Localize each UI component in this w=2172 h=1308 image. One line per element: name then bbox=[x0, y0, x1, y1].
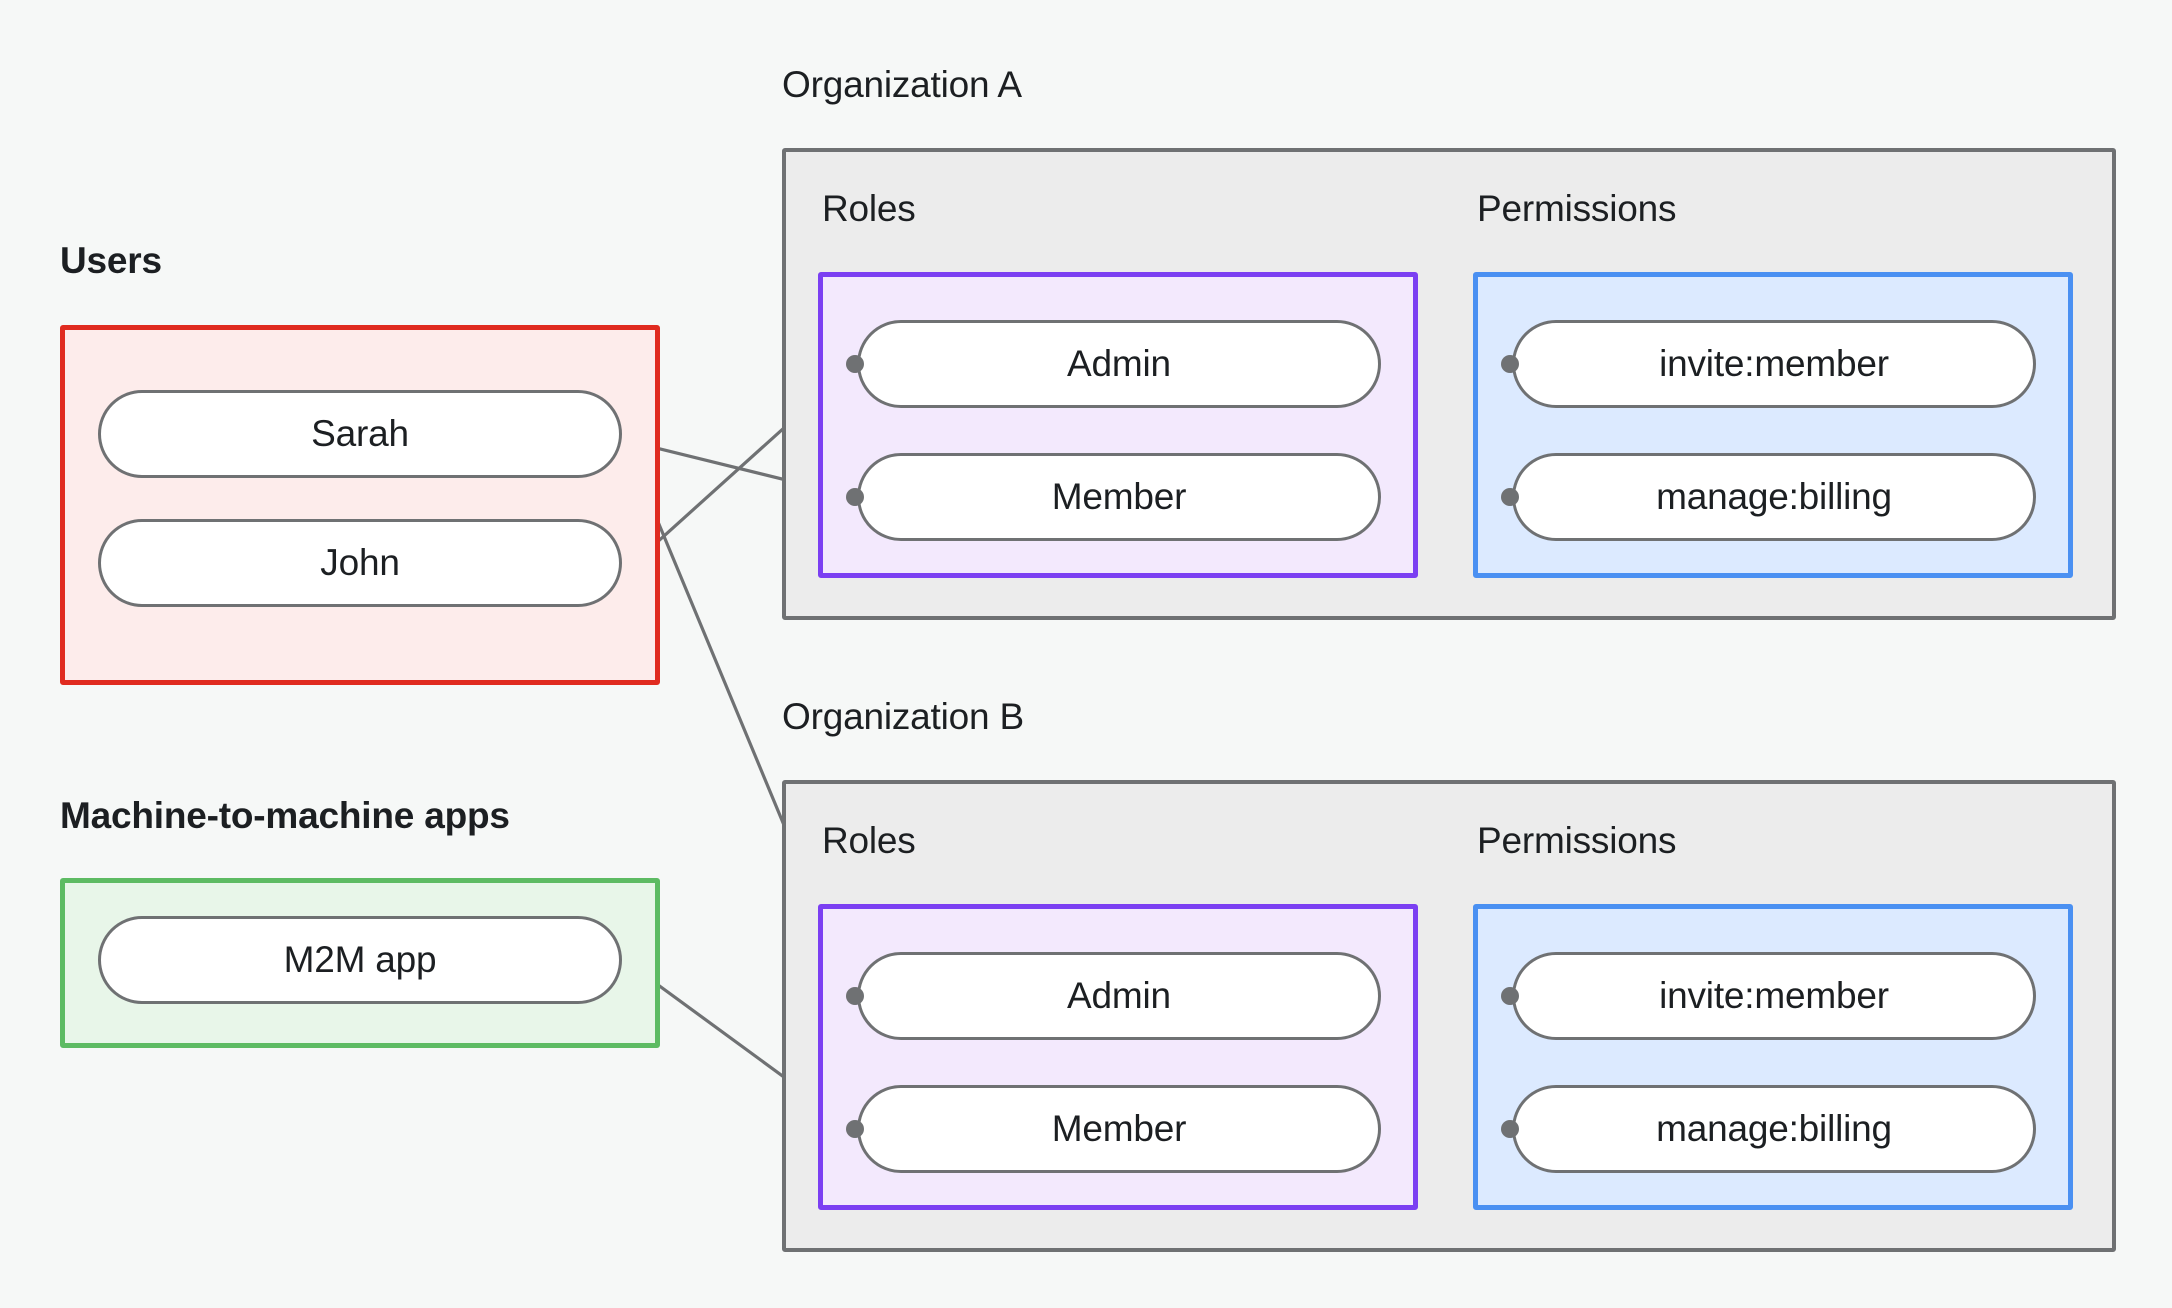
node-org-a-manage-billing[interactable]: manage:billing bbox=[1512, 453, 2036, 541]
port-org-a-admin-in bbox=[846, 355, 864, 373]
node-john[interactable]: John bbox=[98, 519, 622, 607]
port-org-a-member-in bbox=[846, 488, 864, 506]
port-org-b-member-in bbox=[846, 1120, 864, 1138]
users-group-label: Users bbox=[60, 240, 162, 281]
org-a-permissions-label: Permissions bbox=[1477, 188, 1677, 229]
org-b-roles-label: Roles bbox=[822, 820, 916, 861]
org-b-label: Organization B bbox=[782, 696, 1024, 737]
org-a-label: Organization A bbox=[782, 64, 1022, 105]
port-org-a-invite-member-in bbox=[1501, 355, 1519, 373]
users-container bbox=[60, 325, 660, 685]
node-m2m-app[interactable]: M2M app bbox=[98, 916, 622, 1004]
node-org-a-admin[interactable]: Admin bbox=[857, 320, 1381, 408]
node-org-b-invite-member[interactable]: invite:member bbox=[1512, 952, 2036, 1040]
port-org-b-invite-member-in bbox=[1501, 987, 1519, 1005]
node-org-b-admin[interactable]: Admin bbox=[857, 952, 1381, 1040]
m2m-group-label: Machine-to-machine apps bbox=[60, 795, 510, 836]
port-org-b-admin-in bbox=[846, 987, 864, 1005]
port-org-a-manage-billing-in bbox=[1501, 488, 1519, 506]
node-org-b-member[interactable]: Member bbox=[857, 1085, 1381, 1173]
port-org-b-manage-billing-in bbox=[1501, 1120, 1519, 1138]
node-org-a-invite-member[interactable]: invite:member bbox=[1512, 320, 2036, 408]
org-b-permissions-label: Permissions bbox=[1477, 820, 1677, 861]
node-org-a-member[interactable]: Member bbox=[857, 453, 1381, 541]
org-a-roles-label: Roles bbox=[822, 188, 916, 229]
node-org-b-manage-billing[interactable]: manage:billing bbox=[1512, 1085, 2036, 1173]
node-sarah[interactable]: Sarah bbox=[98, 390, 622, 478]
